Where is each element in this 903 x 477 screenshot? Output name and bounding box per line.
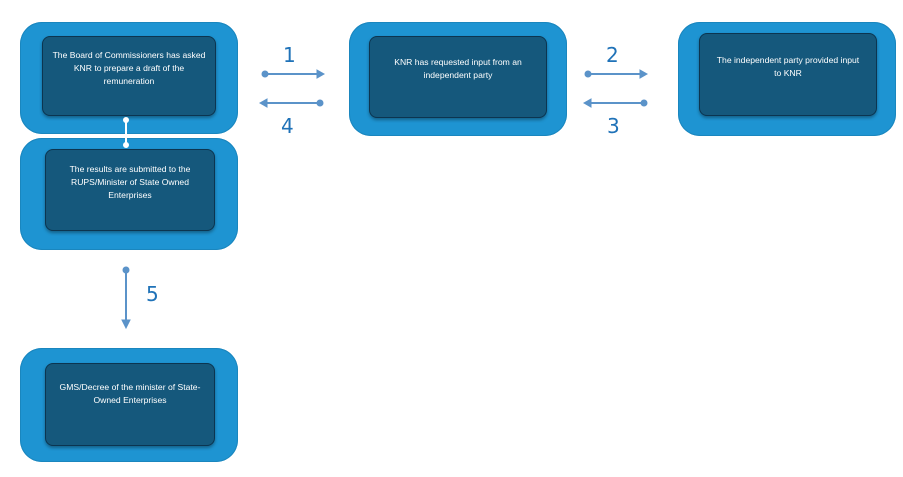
board-box: The Board of Commissioners has asked KNR… (20, 22, 238, 134)
knr-request-box: KNR has requested input from an independ… (349, 22, 567, 136)
step-label-5: 5 (146, 282, 159, 306)
arrow-1 (261, 69, 326, 79)
board-results-connector (123, 117, 129, 148)
arrow-5 (121, 266, 131, 330)
results-inner: The results are submitted to the RUPS/Mi… (45, 149, 215, 231)
step-label-1: 1 (283, 43, 296, 67)
gms-text: GMS/Decree of the minister of State-Owne… (59, 382, 201, 405)
board-text: The Board of Commissioners has asked KNR… (52, 50, 206, 86)
results-box: The results are submitted to the RUPS/Mi… (20, 138, 238, 250)
independent-inner: The independent party provided input to … (699, 33, 877, 116)
knr-request-inner: KNR has requested input from an independ… (369, 36, 547, 118)
board-inner: The Board of Commissioners has asked KNR… (42, 36, 216, 116)
step-label-4: 4 (281, 114, 294, 138)
results-text: The results are submitted to the RUPS/Mi… (69, 164, 191, 200)
arrow-4 (258, 98, 324, 108)
step-label-2: 2 (606, 43, 619, 67)
independent-text: The independent party provided input to … (716, 55, 860, 78)
step-label-3: 3 (607, 114, 620, 138)
gms-box: GMS/Decree of the minister of State-Owne… (20, 348, 238, 462)
independent-box: The independent party provided input to … (678, 22, 896, 136)
arrow-2 (584, 69, 649, 79)
knr-request-text: KNR has requested input from an independ… (394, 57, 522, 80)
gms-inner: GMS/Decree of the minister of State-Owne… (45, 363, 215, 446)
arrow-3 (582, 98, 648, 108)
